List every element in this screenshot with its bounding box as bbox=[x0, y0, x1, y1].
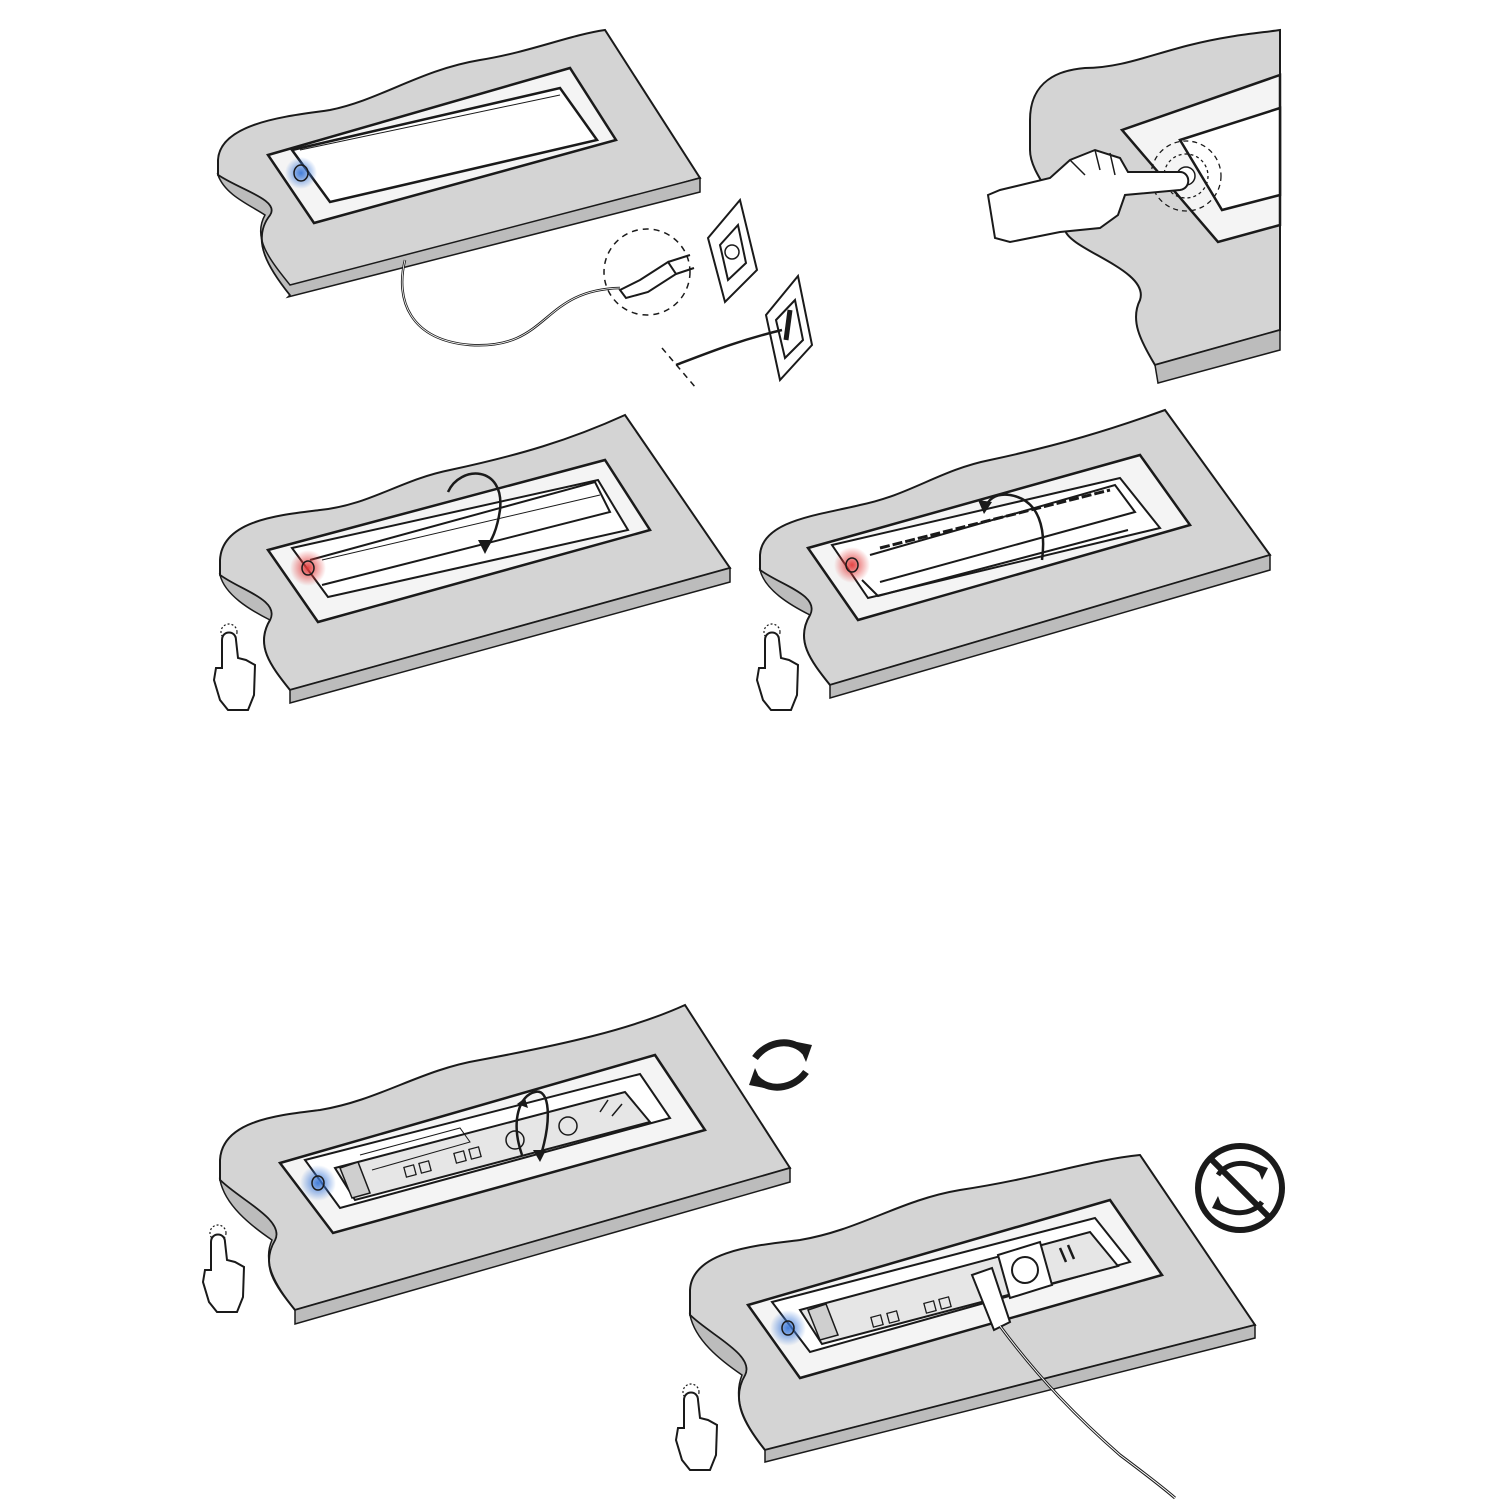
step-plug-in bbox=[216, 28, 814, 389]
socket-strip bbox=[798, 1230, 1120, 1346]
tap-gesture-icon bbox=[201, 1224, 246, 1313]
release-button[interactable] bbox=[834, 547, 870, 583]
unit-frame bbox=[266, 66, 618, 225]
tap-gesture-icon bbox=[212, 623, 257, 711]
step-lid-opening bbox=[212, 413, 732, 711]
unit-frame bbox=[265, 458, 652, 624]
wall-socket-icon bbox=[661, 197, 814, 389]
plug-icon bbox=[603, 228, 695, 316]
inserted-plug bbox=[970, 1266, 1176, 1500]
step-lid-open bbox=[755, 408, 1272, 711]
release-button[interactable] bbox=[290, 550, 326, 586]
step-rotate-unit bbox=[201, 1003, 812, 1325]
release-button[interactable] bbox=[300, 1165, 336, 1201]
step-unit-locked-in-use bbox=[674, 1143, 1285, 1500]
curved-arrow-icon bbox=[446, 472, 502, 554]
release-button[interactable] bbox=[770, 1310, 806, 1346]
socket-strip bbox=[333, 1090, 652, 1202]
rotation-prohibited-icon bbox=[1195, 1143, 1285, 1233]
release-button[interactable] bbox=[285, 157, 317, 189]
tap-gesture-icon bbox=[674, 1383, 719, 1471]
power-cable bbox=[400, 259, 621, 347]
rotate-arrows-icon bbox=[749, 1039, 812, 1091]
tap-gesture-icon bbox=[755, 623, 800, 711]
step-press-button bbox=[986, 28, 1282, 384]
curved-arrow-icon bbox=[978, 493, 1045, 561]
curved-arrow-icon bbox=[515, 1090, 549, 1162]
hand-press-icon bbox=[986, 148, 1190, 244]
unit-frame bbox=[1119, 73, 1282, 244]
